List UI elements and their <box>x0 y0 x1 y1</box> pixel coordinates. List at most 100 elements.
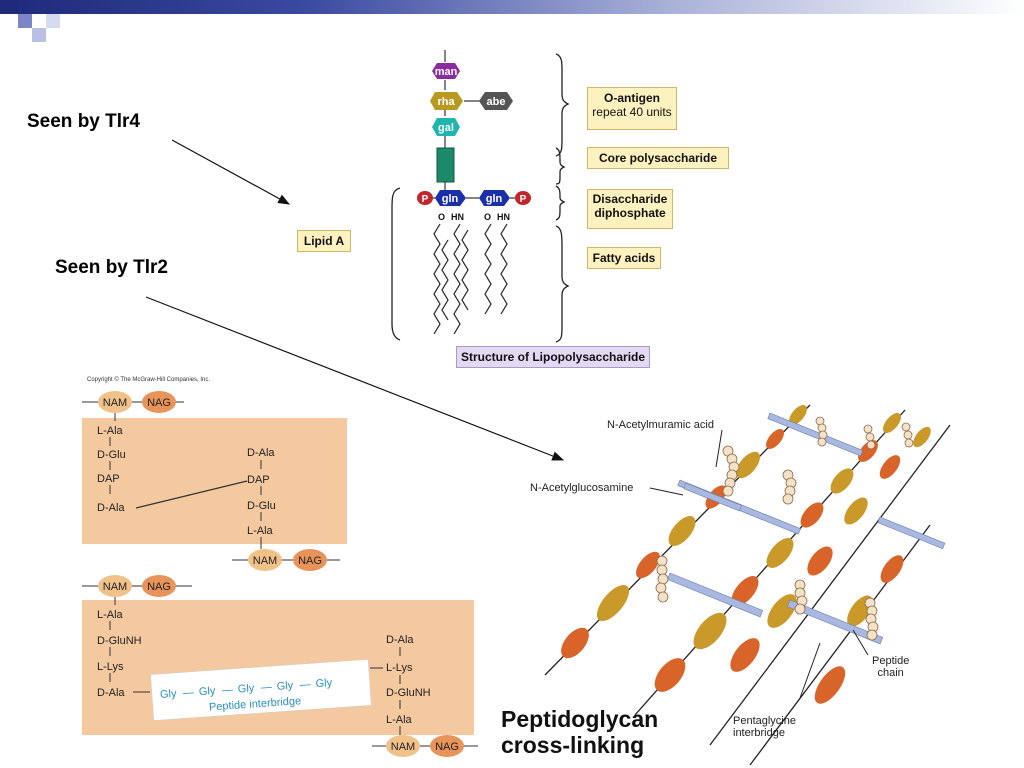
svg-text:NAG: NAG <box>147 581 171 593</box>
peptide-beads <box>655 416 914 641</box>
nam-sugar <box>913 426 931 448</box>
nag-bottom-2: NAG <box>430 735 464 757</box>
svg-text:NAM: NAM <box>103 397 127 409</box>
svg-text:NAG: NAG <box>435 741 459 753</box>
nam-bottom-1: NAM <box>98 575 132 597</box>
svg-text:man: man <box>435 66 458 78</box>
bot-l-lys-right: L-Lys <box>386 662 413 674</box>
disaccharide-brace <box>555 185 566 221</box>
lps-title: Structure of Lipopolysaccharide <box>456 346 651 368</box>
svg-text:gal: gal <box>438 122 454 134</box>
nag-sugar <box>814 666 846 704</box>
bot-d-ala-left: D-Ala <box>97 687 125 699</box>
gal-sugar: gal <box>432 118 460 136</box>
nam-sugar <box>789 405 807 425</box>
nag-sugar <box>880 555 904 583</box>
nam-sugar <box>736 451 760 479</box>
nag-sugar <box>879 455 901 479</box>
peptidoglycan-title: Peptidoglycan cross-linking <box>501 706 658 758</box>
logo-square-2 <box>18 14 32 28</box>
gln-sugar-2: gln <box>479 190 510 206</box>
fatty-chain-1 <box>433 223 441 335</box>
logo-square-3 <box>32 28 46 42</box>
fatty-acids-box: Fatty acids <box>587 247 661 269</box>
nam-top-2: NAM <box>248 549 282 571</box>
atom-hn1: HN <box>451 212 464 222</box>
oantigen-sub: repeat 40 units <box>592 105 672 119</box>
top-d-ala-left: D-Ala <box>97 502 125 514</box>
fatty-chain-2 <box>441 239 449 321</box>
core-box: Core polysaccharide <box>587 147 729 169</box>
chemical-structure: NAM NAG L-Ala D-Glu DAP D-Ala D-Ala DAP … <box>82 391 478 757</box>
nag-sugar <box>730 638 760 672</box>
oantigen-title: O-antigen <box>604 91 660 105</box>
atom-o1: O <box>438 212 445 222</box>
nag-sugar <box>654 658 686 692</box>
nag-top-1: NAG <box>142 391 176 413</box>
svg-text:Gly: Gly <box>315 677 333 690</box>
nag-sugar <box>636 551 660 579</box>
bot-d-glunh2-right: D-GluNH <box>386 687 431 699</box>
svg-text:—: — <box>260 681 272 694</box>
nag-bottom-1: NAG <box>142 575 176 597</box>
pentaglycine-bridge <box>666 412 946 645</box>
lipid-a-brace <box>391 187 401 341</box>
svg-text:gln: gln <box>442 193 459 205</box>
abe-sugar: abe <box>479 92 513 110</box>
svg-text:Gly: Gly <box>160 688 178 701</box>
glycine-bridge: Gly — Gly — Gly — Gly — Gly Peptide inte… <box>150 659 372 721</box>
peptidoglycan-3d <box>544 404 951 766</box>
copyright-text: Copyright © The McGraw-Hill Companies, I… <box>87 377 211 383</box>
title-bar <box>0 0 1024 14</box>
tlr4-arrow <box>171 139 291 205</box>
nam-leader <box>715 429 723 468</box>
tlr4-label: Seen by Tlr4 <box>27 111 140 132</box>
nag-sugar <box>561 627 589 659</box>
bot-l-ala: L-Ala <box>97 609 124 621</box>
nam-sugar <box>668 516 696 546</box>
bot-l-lys: L-Lys <box>97 661 124 673</box>
top-d-ala-right: D-Ala <box>247 447 275 459</box>
nam-sugar <box>596 584 630 622</box>
svg-text:P: P <box>422 194 429 205</box>
svg-text:—: — <box>183 687 195 700</box>
fatty-chain-6 <box>500 223 508 315</box>
top-dap-left: DAP <box>97 473 120 485</box>
peptide-chain-leader <box>852 629 869 656</box>
fatty-acids-brace <box>555 225 570 343</box>
top-dap-right: DAP <box>247 474 270 486</box>
disaccharide-line2: diphosphate <box>594 206 666 220</box>
svg-text:—: — <box>221 684 233 697</box>
nag-label: N-Acetylglucosamine <box>530 482 634 494</box>
tlr2-arrow <box>145 296 565 461</box>
nag-top-2: NAG <box>293 549 327 571</box>
svg-text:Gly: Gly <box>237 682 255 695</box>
pentaglycine-label: Pentaglycine interbridge <box>733 715 796 739</box>
svg-text:NAM: NAM <box>391 741 415 753</box>
svg-text:NAM: NAM <box>253 555 277 567</box>
svg-text:abe: abe <box>487 96 506 108</box>
disaccharide-box: Disaccharide diphosphate <box>587 189 673 229</box>
top-peptide-panel <box>82 418 347 544</box>
lipid-a-box: Lipid A <box>297 230 351 252</box>
nam-label: N-Acetylmuramic acid <box>607 419 714 431</box>
fatty-chain-3 <box>453 223 461 335</box>
core-brace <box>555 147 566 185</box>
oantigen-brace <box>555 53 570 157</box>
phosphate-left: P <box>417 191 433 205</box>
svg-text:NAM: NAM <box>103 581 127 593</box>
peptidoglycan-title-line1: Peptidoglycan <box>501 706 659 732</box>
nam-top-1: NAM <box>98 391 132 413</box>
fatty-chain-4 <box>461 229 469 311</box>
peptidoglycan-title-line2: cross-linking <box>501 732 645 758</box>
atom-hn2: HN <box>497 212 510 222</box>
atom-o2: O <box>484 212 491 222</box>
top-l-ala: L-Ala <box>97 425 124 437</box>
svg-text:gln: gln <box>486 193 503 205</box>
peptide-chain-label: Peptide chain <box>872 655 910 679</box>
logo-square-4 <box>46 14 60 28</box>
nag-sugar <box>731 576 759 606</box>
gln-sugar-1: gln <box>435 190 466 206</box>
phosphate-right: P <box>515 191 531 205</box>
